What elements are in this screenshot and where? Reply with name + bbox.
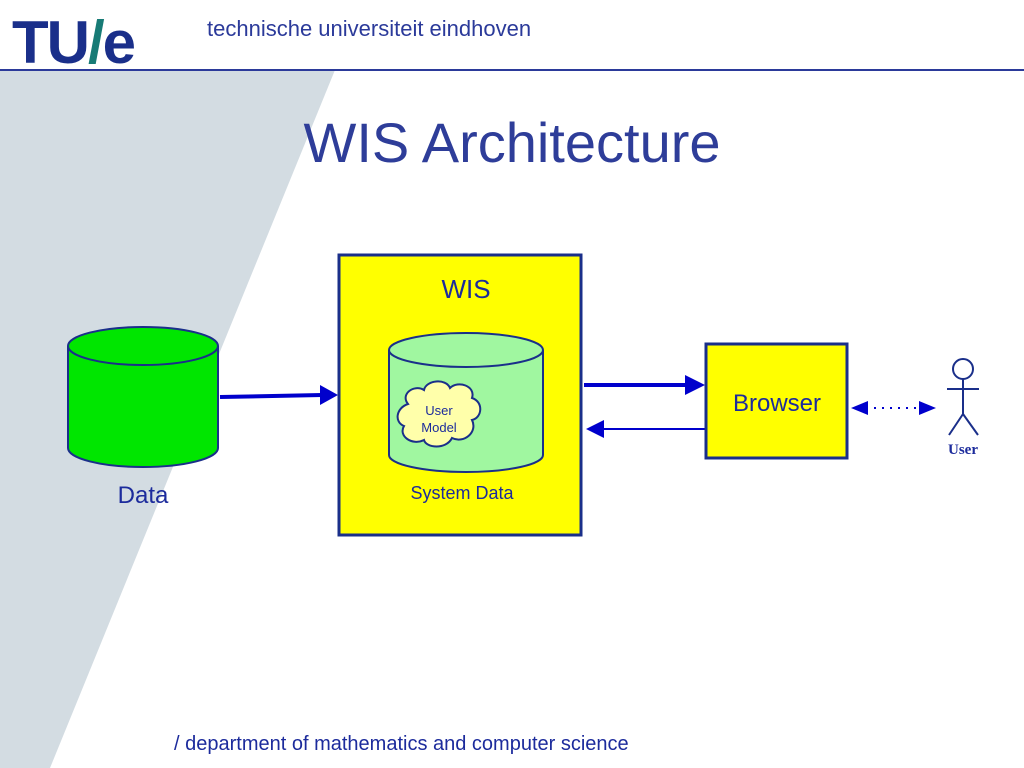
user-stick-figure-icon (947, 358, 979, 436)
slide-title: WIS Architecture (303, 111, 721, 174)
browser-box (704, 342, 849, 460)
logo-tu: TU (12, 9, 90, 76)
logo-slash: / (87, 9, 105, 76)
system-data-label: System Data (410, 483, 514, 503)
university-name: technische universiteit eindhoven (207, 16, 532, 41)
user-model-cloud (396, 380, 482, 448)
wis-label: WIS (441, 274, 490, 304)
logo-e: e (102, 9, 136, 76)
arrow-browser-user (851, 401, 936, 415)
user-label: User (948, 442, 978, 458)
user-model-label-line2: Model (421, 420, 457, 435)
header-rule (0, 69, 1024, 71)
arrow-wis-to-browser (584, 375, 705, 395)
data-store-cylinder (67, 326, 219, 468)
browser-label: Browser (733, 390, 821, 417)
user-model-label-line1: User (425, 403, 453, 418)
arrow-data-to-wis (219, 385, 338, 405)
footer-department: / department of mathematics and computer… (174, 733, 629, 755)
tue-logo: TU/e (12, 8, 136, 78)
data-store-label: Data (118, 482, 169, 509)
arrow-browser-to-wis (586, 420, 705, 438)
